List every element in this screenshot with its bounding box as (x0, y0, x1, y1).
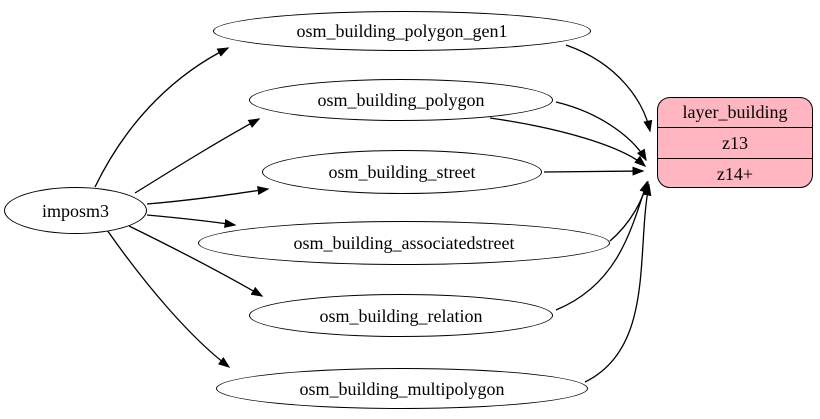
node-imposm3: imposm3 (4, 187, 147, 234)
node-osm-building-polygon-gen1-label: osm_building_polygon_gen1 (296, 21, 508, 41)
edge-street-to-z14 (543, 166, 645, 176)
edge-imposm3-to-associatedstreet (146, 214, 237, 228)
layer-building-row-z13: z13 (658, 127, 812, 158)
edge-imposm3-to-multipolygon (106, 229, 231, 368)
layer-building-title: layer_building (682, 102, 788, 122)
edge-imposm3-to-street (146, 186, 270, 205)
node-layer-building: layer_building z13 z14+ (657, 97, 813, 188)
edge-polygon-to-z14-b (489, 117, 647, 167)
node-osm-building-associatedstreet: osm_building_associatedstreet (198, 221, 610, 265)
layer-building-row-z14plus: z14+ (658, 158, 812, 187)
edge-relation-to-z14 (555, 180, 649, 311)
node-osm-building-relation: osm_building_relation (249, 294, 553, 337)
edge-polygon-gen1-to-z13 (565, 44, 653, 133)
node-imposm3-label: imposm3 (41, 200, 109, 221)
node-osm-building-associatedstreet-label: osm_building_associatedstreet (293, 233, 515, 253)
edge-multipolygon-to-z14 (584, 183, 652, 383)
node-osm-building-relation-label: osm_building_relation (319, 305, 483, 326)
node-osm-building-multipolygon: osm_building_multipolygon (216, 368, 588, 409)
node-osm-building-polygon-gen1: osm_building_polygon_gen1 (213, 11, 591, 51)
node-osm-building-multipolygon-label: osm_building_multipolygon (299, 378, 505, 399)
edge-polygon-to-z14-a (555, 101, 647, 162)
node-osm-building-street-label: osm_building_street (328, 162, 476, 182)
node-osm-building-polygon-label: osm_building_polygon (317, 90, 485, 110)
node-osm-building-polygon: osm_building_polygon (249, 79, 553, 121)
node-osm-building-street: osm_building_street (262, 150, 542, 194)
edge-imposm3-to-polygon-gen1 (94, 47, 230, 188)
edge-imposm3-to-relation (128, 225, 264, 297)
edge-imposm3-to-polygon (134, 118, 261, 194)
